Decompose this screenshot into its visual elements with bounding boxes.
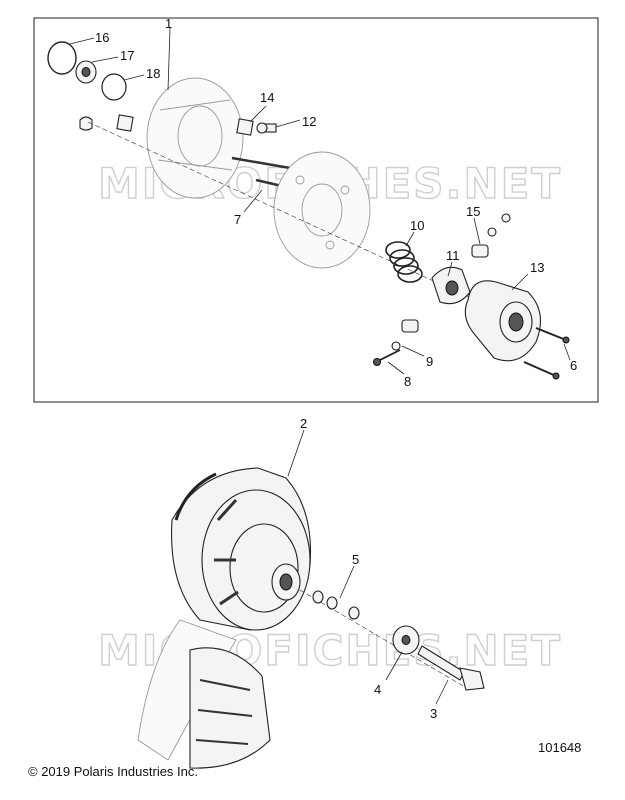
- part-pins: [231, 156, 291, 188]
- callout-11: 11: [446, 248, 460, 263]
- callout-16: 16: [95, 30, 109, 45]
- part-bolt-3: [417, 645, 485, 691]
- part-shift-weight-pin: [79, 116, 93, 131]
- part-screw-lower: [523, 361, 560, 380]
- callout-3: 3: [430, 706, 437, 721]
- callout-10: 10: [410, 218, 424, 233]
- part-ring: [101, 73, 127, 101]
- part-washer-5: [312, 590, 360, 620]
- part-spring: [385, 241, 423, 283]
- callout-1: 1: [165, 16, 172, 31]
- callout-9: 9: [426, 354, 433, 369]
- callout-8: 8: [404, 374, 411, 389]
- part-cover: [464, 280, 542, 362]
- callout-17: 17: [120, 48, 134, 63]
- part-bushing-lower: [401, 319, 419, 333]
- part-washer-small: [75, 60, 97, 84]
- callout-2: 2: [300, 416, 307, 431]
- callout-13: 13: [530, 260, 544, 275]
- callout-15: 15: [466, 204, 480, 219]
- part-washer-15: [487, 213, 511, 237]
- drawing-number: 101648: [538, 740, 582, 755]
- part-hub: [431, 266, 471, 305]
- part-drive-clutch: [171, 467, 312, 631]
- part-screw-8: [373, 349, 401, 366]
- part-washer-4: [392, 625, 420, 655]
- copyright-text: © 2019 Polaris Industries Inc.: [28, 764, 198, 779]
- callout-5: 5: [352, 552, 359, 567]
- callout-4: 4: [374, 682, 381, 697]
- callout-7: 7: [234, 212, 241, 227]
- part-roller-block-left: [116, 114, 134, 132]
- callout-14: 14: [260, 90, 274, 105]
- part-bolt-12: [256, 122, 277, 134]
- part-roller-block: [236, 118, 254, 136]
- callout-6: 6: [570, 358, 577, 373]
- part-moveable-sheave: [146, 77, 244, 199]
- callout-18: 18: [146, 66, 160, 81]
- part-bushing-15: [471, 244, 489, 258]
- callout-12: 12: [302, 114, 316, 129]
- part-snap-ring: [47, 41, 77, 75]
- axis-line-top: [87, 121, 541, 331]
- part-screw-upper: [535, 327, 570, 344]
- assembly-frame: [33, 17, 599, 403]
- part-spider-plate: [273, 151, 371, 269]
- leader-lines: [69, 27, 571, 705]
- part-washer-9: [391, 341, 401, 351]
- part-drive-belt-region: [137, 619, 271, 769]
